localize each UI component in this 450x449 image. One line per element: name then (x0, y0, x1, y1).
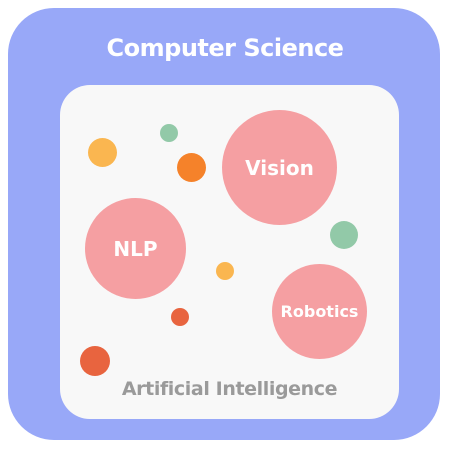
small-dot (177, 153, 206, 182)
small-dot (80, 346, 110, 376)
nlp-label: NLP (113, 236, 158, 261)
small-dot (160, 124, 178, 142)
robotics-circle: Robotics (272, 264, 367, 359)
nlp-circle: NLP (85, 198, 186, 299)
small-dot (330, 221, 358, 249)
vision-label: Vision (245, 155, 314, 180)
small-dot (216, 262, 234, 280)
robotics-label: Robotics (280, 302, 359, 321)
small-dot (88, 138, 117, 167)
artificial-intelligence-label: Artificial Intelligence (121, 378, 338, 400)
computer-science-label: Computer Science (106, 34, 344, 62)
vision-circle: Vision (222, 110, 337, 225)
small-dot (171, 308, 189, 326)
